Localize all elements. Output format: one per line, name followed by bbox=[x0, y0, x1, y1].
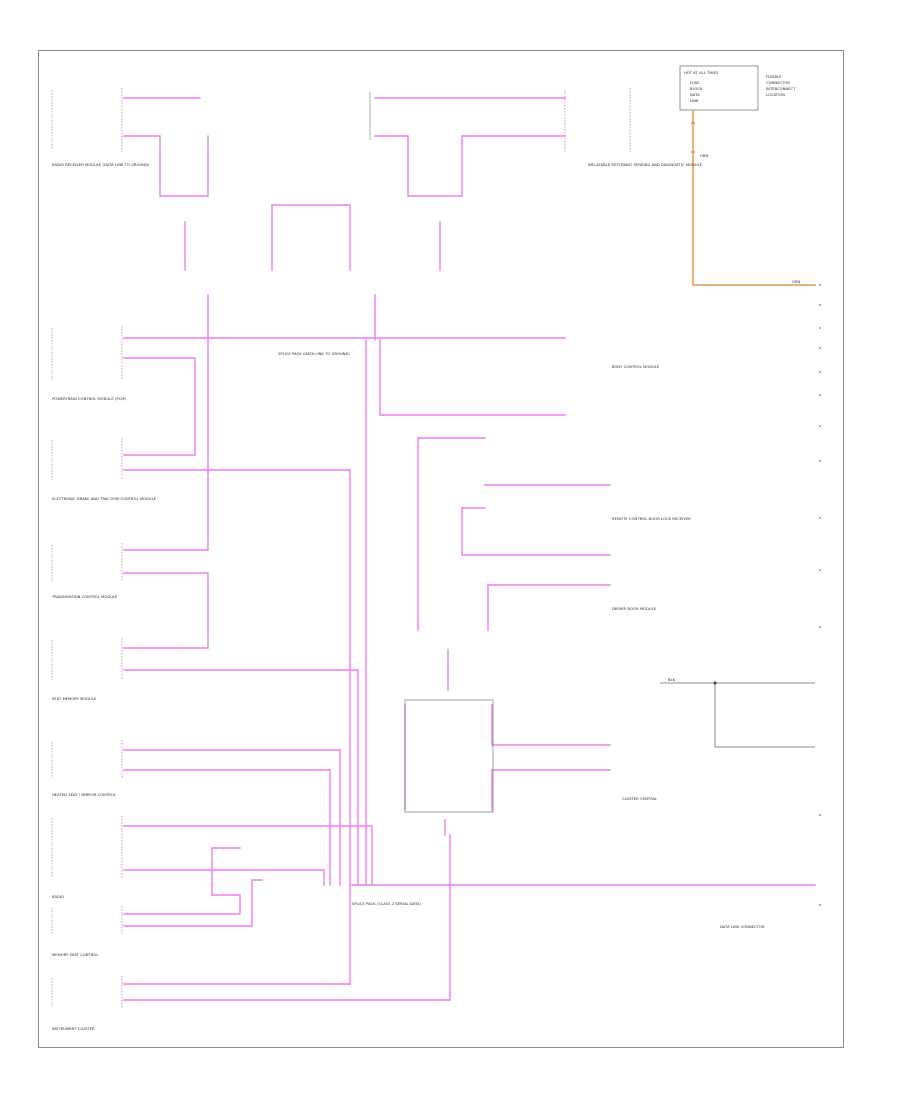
fuse-box-outline bbox=[679, 65, 759, 111]
bracket bbox=[51, 543, 123, 582]
wire bbox=[123, 572, 209, 649]
footer-label: INSTRUMENT CLUSTER bbox=[52, 1027, 95, 1031]
module-label-heated: HEATED SEAT / MIRROR CONTROL bbox=[52, 793, 116, 797]
bracket bbox=[51, 816, 123, 878]
bracket bbox=[51, 638, 123, 680]
bracket bbox=[51, 326, 123, 380]
connector-bracket bbox=[51, 88, 123, 152]
module-label-bcm: BODY CONTROL MODULE bbox=[612, 365, 660, 369]
module-label-memory: MEMORY SEAT CONTROL bbox=[52, 953, 98, 957]
wire bbox=[123, 769, 331, 886]
top-left-module: RADIO RECEIVER MODULE (DATA LINK TO GROU… bbox=[51, 88, 150, 167]
wire bbox=[379, 339, 566, 416]
signal-wires bbox=[123, 97, 816, 1001]
left-brackets bbox=[51, 326, 123, 1008]
fuse-side-label-1: FUSIBLE bbox=[766, 75, 782, 79]
cluster-box-outline bbox=[404, 699, 494, 813]
diagram-frame bbox=[38, 50, 844, 1048]
wire bbox=[461, 507, 611, 556]
power-wire-label: ORN bbox=[700, 154, 709, 158]
module-label-sdm: INFLATABLE RESTRAINT SENSING AND DIAGNOS… bbox=[588, 163, 703, 167]
right-pin-column bbox=[819, 284, 821, 906]
splice-label-2: SPLICE PACK (CLASS 2 SERIAL DATA) bbox=[352, 902, 422, 906]
bracket bbox=[51, 740, 123, 778]
wire bbox=[123, 894, 241, 915]
splice-label-1: SPLICE PACK (DATA LINK TO GROUND) bbox=[278, 352, 350, 356]
module-label-radio: RADIO bbox=[52, 895, 64, 899]
fuse-box-label-1: FUSE bbox=[690, 81, 700, 85]
fuse-side-label-4: LOCATION bbox=[766, 93, 785, 97]
power-wire bbox=[692, 109, 816, 286]
ground-section: BLK bbox=[660, 678, 815, 748]
pin bbox=[819, 517, 821, 519]
fuse-box-label-2: BLOCK bbox=[690, 87, 703, 91]
module-label-ddm: DRIVER DOOR MODULE bbox=[612, 607, 657, 611]
power-wire-end-label: ORN bbox=[792, 280, 801, 284]
wire bbox=[123, 869, 325, 886]
pin bbox=[819, 460, 821, 462]
top-right-module bbox=[564, 88, 631, 152]
wire bbox=[491, 704, 611, 746]
pin bbox=[819, 327, 821, 329]
fuse-box: HOT AT ALL TIMES FUSE BLOCK DATA LINK FU… bbox=[679, 65, 816, 286]
wire bbox=[123, 135, 161, 197]
bracket bbox=[51, 976, 123, 1008]
ground-label: BLK bbox=[668, 678, 676, 682]
wire bbox=[271, 204, 351, 271]
wire bbox=[123, 879, 263, 927]
pin bbox=[819, 569, 821, 571]
connector-bracket bbox=[564, 88, 631, 152]
pin bbox=[819, 394, 821, 396]
wire bbox=[374, 135, 409, 197]
wire bbox=[123, 357, 196, 456]
cluster-label: CLUSTER CENTRAL bbox=[622, 797, 657, 801]
cluster-box: CLUSTER CENTRAL bbox=[404, 699, 657, 813]
fuse-side-label-3: INTERCONNECT bbox=[766, 87, 796, 91]
pin bbox=[819, 371, 821, 373]
pin bbox=[819, 425, 821, 427]
module-label-dlc: DATA LINK CONNECTOR bbox=[720, 925, 765, 929]
wire bbox=[461, 135, 566, 197]
module-label-tcm: TRANSMISSION CONTROL MODULE bbox=[51, 595, 118, 599]
bracket bbox=[51, 438, 123, 480]
pin bbox=[819, 347, 821, 349]
module-label-ebtcm: ELECTRONIC BRAKE AND TRACTION CONTROL MO… bbox=[52, 497, 157, 501]
bracket bbox=[51, 906, 123, 934]
pin bbox=[819, 904, 821, 906]
module-label-rcdlr: REMOTE CONTROL DOOR LOCK RECEIVER bbox=[612, 517, 691, 521]
ground-wire bbox=[714, 683, 815, 748]
fuse-box-title: HOT AT ALL TIMES bbox=[684, 71, 719, 75]
wire bbox=[123, 834, 451, 1001]
fuse-box-label-4: LINK bbox=[690, 99, 699, 103]
module-label-pcm: POWERTRAIN CONTROL MODULE (PCM) bbox=[52, 397, 127, 401]
pin bbox=[819, 284, 821, 286]
pin bbox=[819, 304, 821, 306]
fuse-box-label-3: DATA bbox=[690, 93, 700, 97]
fuse-side-label-2: CONNECTOR bbox=[766, 81, 790, 85]
pin bbox=[819, 626, 821, 628]
module-label: RADIO RECEIVER MODULE (DATA LINK TO GROU… bbox=[52, 163, 150, 167]
pin bbox=[819, 814, 821, 816]
ground-splice bbox=[713, 681, 717, 685]
module-label-seat: SEAT MEMORY MODULE bbox=[52, 697, 97, 701]
